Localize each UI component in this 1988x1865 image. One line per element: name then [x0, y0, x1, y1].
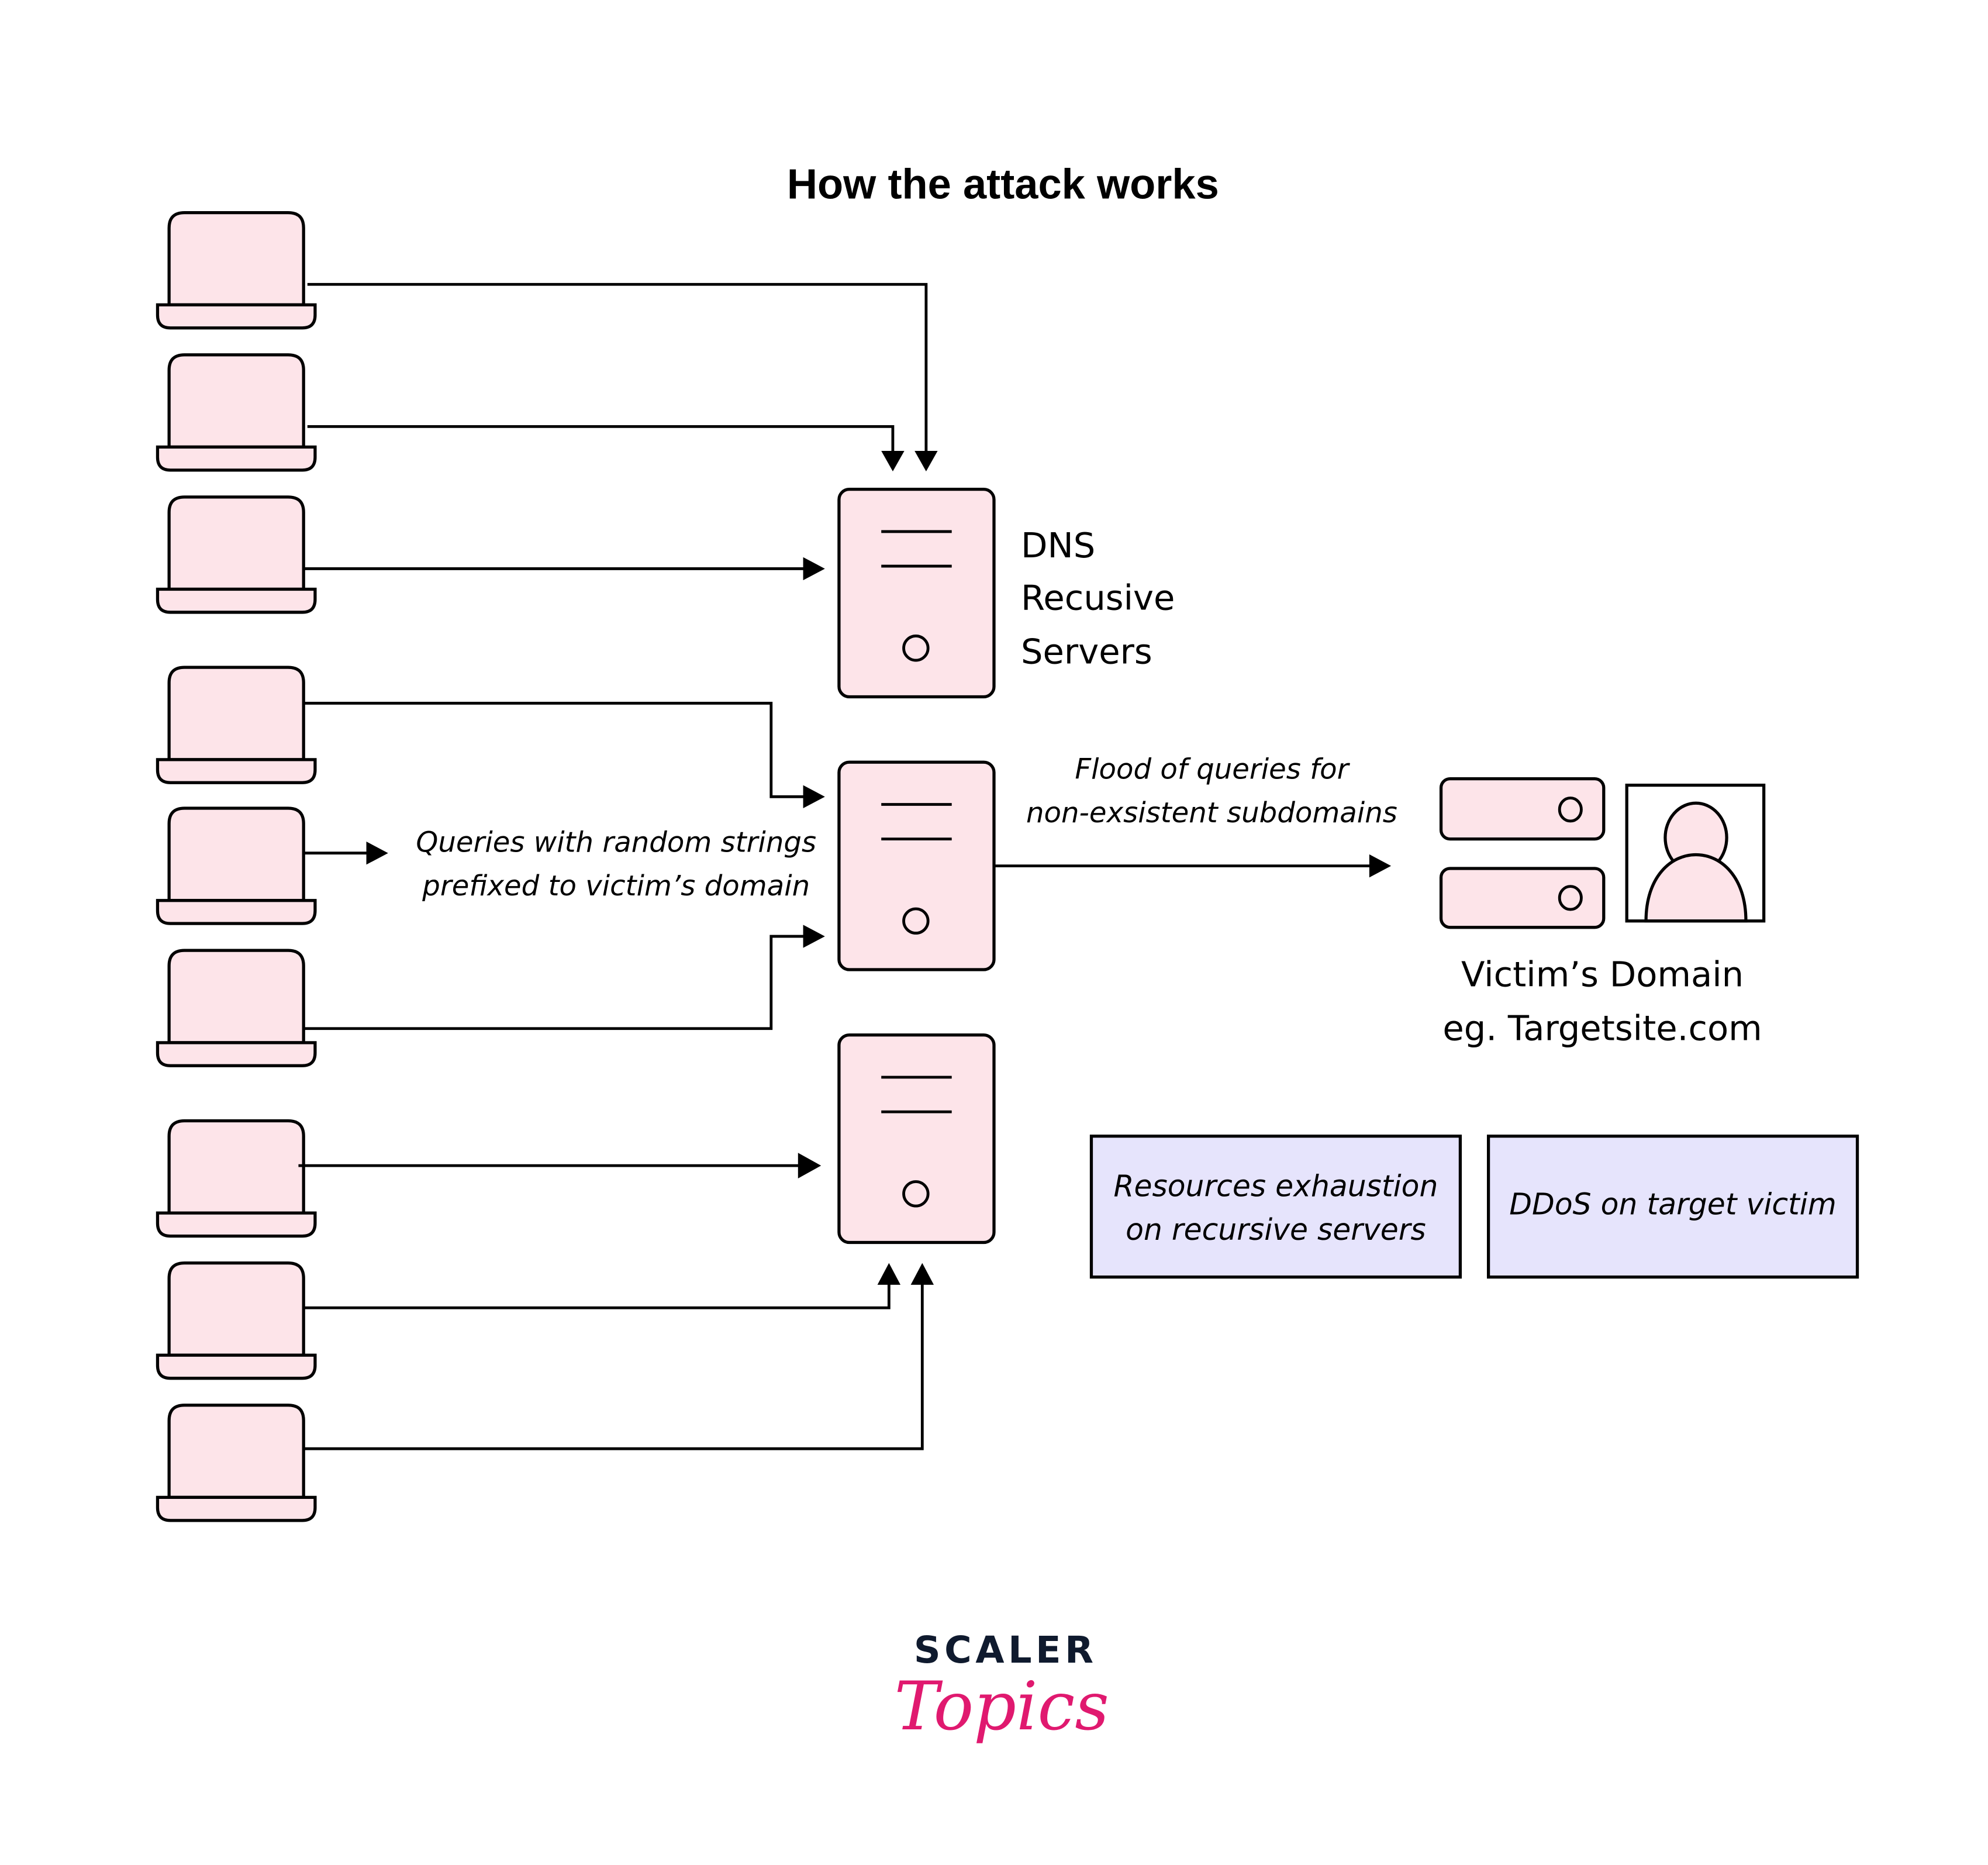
dns-resolver-servers — [837, 488, 996, 1245]
server-tower-icon — [837, 760, 996, 971]
scaler-topics-logo: SCALER Topics — [894, 1628, 1109, 1745]
attacker-laptops — [156, 211, 317, 1522]
server-tower-icon — [837, 488, 996, 699]
laptop-icon — [156, 949, 317, 1067]
connector-laptop-6 — [303, 935, 807, 1030]
arrowhead-up-icon — [910, 1263, 934, 1285]
laptop-icon — [156, 211, 317, 330]
result-box-ddos: DDoS on target victim — [1486, 1135, 1859, 1279]
dns-label-line: Recusive — [1021, 578, 1175, 618]
result-box-resource-exhaustion: Resources exhaustion on recursive server… — [1089, 1135, 1462, 1279]
connectors — [298, 282, 1392, 1450]
connector-laptop-1 — [307, 282, 928, 455]
server-rack-icon — [1439, 777, 1606, 929]
laptop-icon — [156, 1119, 317, 1238]
laptop-icon — [156, 1404, 317, 1522]
user-avatar-icon — [1625, 783, 1766, 923]
result-box-line: Resources exhaustion — [1113, 1169, 1438, 1204]
connector-laptop-2 — [307, 425, 895, 455]
dns-recursive-servers-label: DNS Recusive Servers — [1021, 525, 1175, 672]
queries-label-line: prefixed to victim’s domain — [422, 870, 810, 902]
connector-laptop-8 — [303, 1281, 891, 1309]
victim-domain: Victim’s Domain eg. Targetsite.com — [1439, 777, 1766, 1048]
queries-label: Queries with random strings prefixed to … — [416, 826, 816, 902]
laptop-icon — [156, 1261, 317, 1380]
flood-label-line: Flood of queries for — [1075, 753, 1350, 786]
dns-label-line: DNS — [1021, 525, 1095, 566]
laptop-icon — [156, 666, 317, 784]
result-box-line: on recursive servers — [1126, 1212, 1426, 1247]
laptop-icon — [156, 806, 317, 925]
connector-laptop-9 — [303, 1281, 924, 1450]
arrowhead-right-icon — [803, 785, 825, 809]
diagram-title: How the attack works — [787, 161, 1219, 208]
arrowhead-right-icon — [1369, 854, 1392, 878]
victim-label-line: eg. Targetsite.com — [1442, 1008, 1762, 1048]
laptop-icon — [156, 495, 317, 614]
arrowhead-down-icon — [881, 450, 905, 472]
flood-label-line: non-exsistent subdomains — [1026, 797, 1397, 829]
arrowhead-down-icon — [914, 450, 938, 472]
logo-scaler-text: SCALER — [914, 1628, 1097, 1671]
arrowhead-right-icon — [803, 557, 825, 581]
server-tower-icon — [837, 1033, 996, 1245]
logo-topics-text: Topics — [894, 1667, 1109, 1745]
arrowhead-right-icon — [366, 841, 388, 865]
queries-label-line: Queries with random strings — [416, 826, 816, 859]
laptop-icon — [156, 353, 317, 472]
connector-laptop-4 — [303, 702, 807, 798]
victim-label-line: Victim’s Domain — [1461, 954, 1744, 994]
result-box-line: DDoS on target victim — [1509, 1187, 1837, 1221]
dns-label-line: Servers — [1021, 632, 1152, 672]
arrowhead-up-icon — [877, 1263, 901, 1285]
arrowhead-right-icon — [798, 1153, 822, 1179]
arrowhead-right-icon — [803, 925, 825, 948]
flood-label: Flood of queries for non-exsistent subdo… — [1026, 753, 1397, 829]
